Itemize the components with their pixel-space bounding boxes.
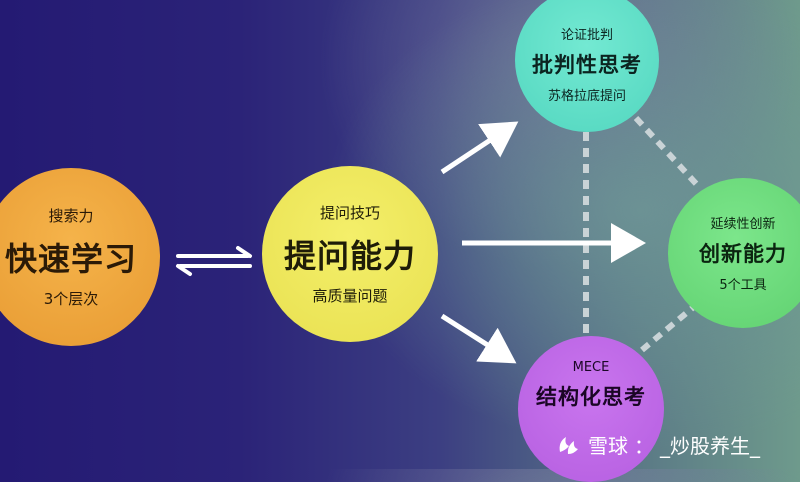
node-quick-learning: 搜索力 快速学习 3个层次 xyxy=(0,168,160,346)
node-struct-title: 结构化思考 xyxy=(536,385,646,409)
node-questioning: 提问技巧 提问能力 高质量问题 xyxy=(262,166,438,342)
node-learn-title: 快速学习 xyxy=(4,240,137,278)
node-critical-top: 论证批判 xyxy=(560,28,613,43)
watermark-brand: 雪球 xyxy=(588,434,628,458)
node-structured-thinking: MECE 结构化思考 xyxy=(518,336,664,482)
node-critical-bottom: 苏格拉底提问 xyxy=(547,89,626,104)
node-critical-thinking: 论证批判 批判性思考 苏格拉底提问 xyxy=(515,0,659,132)
harpoon-right xyxy=(176,246,252,258)
arrow-to-struct xyxy=(440,313,517,364)
node-ask-bottom: 高质量问题 xyxy=(312,287,388,305)
node-learn-top: 搜索力 xyxy=(48,207,94,225)
harpoon-left xyxy=(176,264,252,276)
watermark: 雪球：_炒股养生_ xyxy=(556,430,760,459)
node-ask-title: 提问能力 xyxy=(283,237,416,275)
node-create-top: 延续性创新 xyxy=(710,217,776,232)
watermark-separator: ： xyxy=(634,434,654,458)
node-create-title: 创新能力 xyxy=(699,242,787,266)
node-struct-top: MECE xyxy=(572,360,610,375)
snowball-logo-icon xyxy=(559,436,578,454)
node-critical-title: 批判性思考 xyxy=(532,53,642,77)
dashed-critical-create xyxy=(633,115,703,191)
node-ask-top: 提问技巧 xyxy=(319,204,380,222)
node-learn-bottom: 3个层次 xyxy=(43,290,99,308)
arrow-to-critical xyxy=(440,121,519,175)
node-create-bottom: 5个工具 xyxy=(719,278,767,293)
node-innovation: 延续性创新 创新能力 5个工具 xyxy=(668,178,800,328)
watermark-author: _炒股养生_ xyxy=(660,434,760,458)
